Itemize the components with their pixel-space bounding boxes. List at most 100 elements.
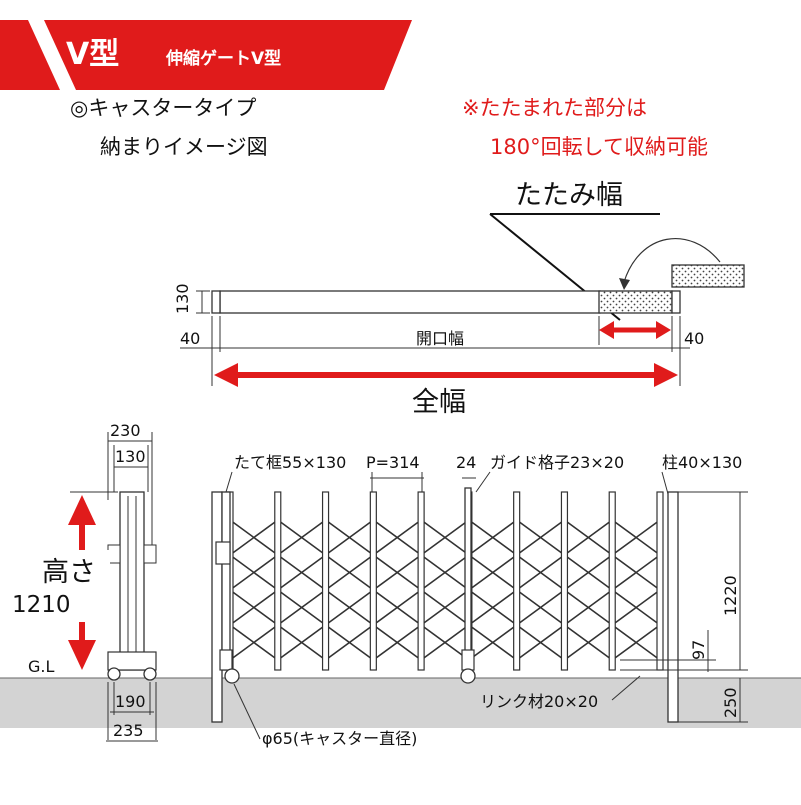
guide-offset: 24 — [456, 453, 476, 472]
lattice-link — [516, 589, 565, 626]
right-post — [667, 491, 679, 723]
lattice-link — [373, 624, 422, 661]
lattice-link — [612, 624, 661, 661]
right-margin-dim: 40 — [684, 329, 704, 348]
vertical-bar — [656, 491, 664, 671]
vertical-bars — [226, 491, 664, 671]
lattice — [229, 519, 661, 661]
plan-rotated-section — [671, 264, 745, 288]
lattice-link — [420, 554, 470, 591]
vertical-bar — [417, 491, 425, 671]
product-name: 伸縮ゲートV型 — [165, 48, 281, 69]
note-line2: 180°回転して収納可能 — [490, 135, 708, 159]
lattice-link — [325, 519, 374, 556]
guide-spec: ガイド格子23×20 — [490, 453, 624, 472]
lattice-link — [516, 519, 565, 556]
lattice-link — [325, 554, 374, 591]
plan-rail — [219, 290, 601, 314]
lattice-link — [277, 589, 326, 626]
lattice-link — [564, 624, 613, 661]
vertical-bar — [321, 491, 330, 671]
caption-line1: ◎キャスタータイプ — [70, 96, 256, 120]
link-spec: リンク材20×20 — [480, 692, 598, 711]
left-frame — [211, 491, 223, 723]
plan-post-left — [211, 290, 221, 314]
caption-line2: 納まりイメージ図 — [100, 135, 268, 159]
post-spec: 柱40×130 — [662, 453, 742, 472]
lattice-link — [229, 624, 278, 661]
model-label: V型 — [66, 37, 119, 72]
base-width-dim1: 190 — [115, 692, 146, 711]
caster-mid-icon — [460, 668, 476, 684]
side-view: 230 130 高さ 1210 G.L 190 235 — [12, 421, 158, 742]
caster-spec: φ65(キャスター直径) — [262, 729, 417, 748]
vertical-bar — [274, 491, 282, 671]
lattice-link — [468, 554, 517, 591]
lattice-link — [277, 554, 326, 591]
lattice-link — [373, 554, 422, 591]
plan-view: たたみ幅 130 40 開口幅 40 全幅 — [173, 180, 745, 418]
lattice-link — [229, 589, 278, 626]
vertical-bar — [513, 491, 521, 671]
lattice-link — [564, 554, 613, 591]
side-frame — [119, 491, 145, 671]
lattice-link — [612, 554, 661, 591]
caster-left-icon — [224, 668, 240, 684]
vertical-bar — [369, 491, 377, 671]
height-value: 1210 — [12, 592, 71, 618]
lattice-link — [420, 519, 470, 556]
lattice-link — [420, 589, 470, 626]
lattice-link — [516, 554, 565, 591]
pitch-spec: P=314 — [366, 453, 420, 472]
guide-bar — [464, 487, 472, 671]
header-banner: V型 伸縮ゲートV型 — [0, 20, 412, 90]
handle-lock — [215, 541, 231, 565]
lattice-link — [468, 589, 517, 626]
plan-depth-dim: 130 — [173, 283, 192, 314]
lattice-link — [325, 624, 374, 661]
banner-left-block — [0, 20, 60, 90]
banner-main — [44, 20, 412, 90]
lattice-link — [564, 519, 613, 556]
plan-folded-section — [598, 290, 673, 314]
lattice-link — [277, 519, 326, 556]
total-width-label: 全幅 — [412, 387, 466, 418]
plan-post-right — [671, 290, 681, 314]
post-height-dim: 1220 — [721, 575, 740, 616]
frame-width-dim: 130 — [115, 447, 146, 466]
left-margin-dim: 40 — [180, 329, 200, 348]
lattice-link — [612, 519, 661, 556]
lattice-link — [229, 554, 278, 591]
side-handle-right — [143, 544, 157, 564]
opening-width-label: 開口幅 — [416, 329, 464, 348]
lattice-link — [468, 624, 517, 661]
side-base — [107, 651, 157, 671]
side-caster-left-icon — [107, 667, 121, 681]
embed-depth-dim: 250 — [721, 687, 740, 718]
lattice-link — [564, 589, 613, 626]
height-label: 高さ — [42, 557, 96, 588]
lattice-link — [420, 624, 470, 661]
front-view: たて框55×130 P=314 24 ガイド格子23×20 柱40×130 12… — [211, 453, 748, 748]
bottom-gap-dim: 97 — [689, 640, 708, 660]
frame-spec: たて框55×130 — [234, 453, 346, 472]
vertical-bar — [560, 491, 569, 671]
lattice-link — [229, 519, 278, 556]
top-width-dim: 230 — [110, 421, 141, 440]
rotation-arrow — [623, 238, 721, 283]
lattice-link — [277, 624, 326, 661]
vertical-bar — [608, 491, 616, 671]
lattice-link — [373, 519, 422, 556]
lattice-link — [325, 589, 374, 626]
note-line1: ※たたまれた部分は — [462, 96, 647, 120]
ground-label: G.L — [28, 657, 54, 676]
lattice-link — [612, 589, 661, 626]
base-width-dim2: 235 — [113, 721, 144, 740]
side-caster-right-icon — [143, 667, 157, 681]
lattice-link — [516, 624, 565, 661]
lattice-link — [373, 589, 422, 626]
fold-width-label: たたみ幅 — [515, 180, 623, 211]
lattice-link — [468, 519, 517, 556]
